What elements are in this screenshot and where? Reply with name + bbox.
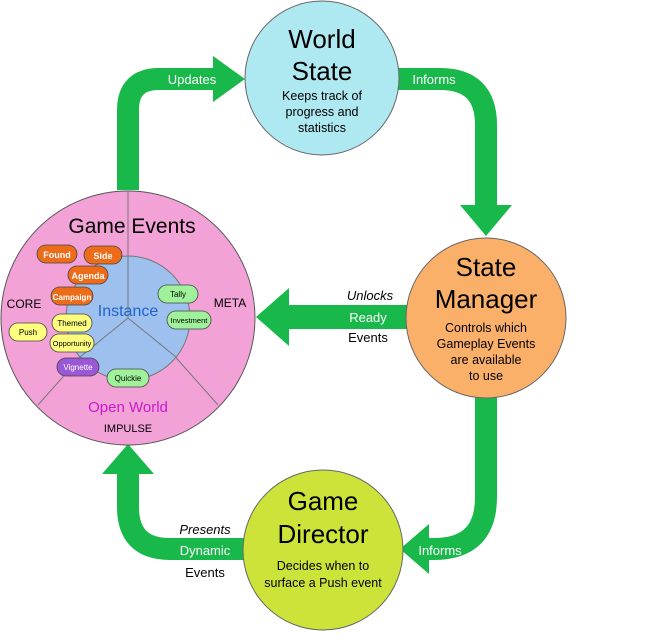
- world-state-title-2: State: [292, 56, 353, 86]
- game-events-node: Game Events Instance CORE META Open Worl…: [0, 190, 256, 446]
- svg-text:Themed: Themed: [57, 319, 86, 328]
- svg-text:Agenda: Agenda: [71, 271, 105, 281]
- arrow-unlocks: [256, 288, 410, 346]
- game-director-desc-2: surface a Push event: [264, 576, 382, 590]
- open-world-label: Open World: [88, 399, 168, 416]
- state-manager-node: State Manager Controls which Gameplay Ev…: [405, 237, 567, 399]
- pill-vignette: Vignette: [56, 357, 100, 377]
- state-manager-desc-1: Controls which: [445, 321, 527, 335]
- state-manager-desc-3: are available: [451, 353, 522, 367]
- pill-side: Side: [83, 245, 123, 265]
- pill-themed: Themed: [51, 313, 93, 333]
- arrow-updates: [117, 56, 245, 190]
- svg-text:Opportunity: Opportunity: [53, 339, 92, 348]
- arrow-presents: [102, 444, 260, 560]
- svg-text:Campaign: Campaign: [53, 293, 92, 302]
- events-left-label: Events: [185, 565, 225, 580]
- pill-opportunity: Opportunity: [49, 333, 95, 353]
- meta-label: META: [214, 296, 246, 310]
- game-director-title-2: Director: [277, 519, 368, 549]
- events-right-label: Events: [348, 330, 388, 345]
- svg-text:Side: Side: [93, 251, 112, 261]
- pill-quickie: Quickie: [106, 368, 150, 388]
- pill-investment: Investment: [166, 310, 212, 330]
- game-events-title: Game Events: [68, 215, 195, 238]
- informs-top-label: Informs: [412, 72, 456, 87]
- world-state-title-1: World: [288, 24, 355, 54]
- state-manager-title-2: Manager: [435, 284, 538, 314]
- game-director-title-1: Game: [288, 486, 359, 516]
- unlocks-label: Unlocks: [347, 288, 394, 303]
- pill-found: Found: [36, 244, 78, 264]
- svg-text:Push: Push: [19, 328, 37, 337]
- svg-text:Vignette: Vignette: [63, 363, 93, 372]
- pill-agenda: Agenda: [67, 265, 109, 285]
- ready-label: Ready: [349, 310, 387, 325]
- arrow-informs-bottom: [400, 395, 497, 574]
- instance-label: Instance: [98, 303, 159, 320]
- presents-label: Presents: [179, 522, 231, 537]
- svg-text:Investment: Investment: [171, 316, 209, 325]
- core-label: CORE: [7, 297, 42, 311]
- world-state-desc-2: progress and: [286, 105, 359, 119]
- dynamic-label: Dynamic: [180, 543, 231, 558]
- world-state-desc-1: Keeps track of: [282, 89, 362, 103]
- impulse-label: IMPULSE: [104, 423, 152, 435]
- updates-label: Updates: [168, 72, 217, 87]
- svg-text:Quickie: Quickie: [115, 374, 142, 383]
- svg-text:Tally: Tally: [170, 290, 186, 299]
- state-manager-title-1: State: [456, 252, 517, 282]
- pill-campaign: Campaign: [50, 286, 94, 306]
- world-state-node: World State Keeps track of progress and …: [244, 0, 400, 156]
- state-manager-desc-2: Gameplay Events: [437, 337, 536, 351]
- game-director-desc-1: Decides when to: [277, 559, 369, 573]
- pill-tally: Tally: [157, 284, 199, 304]
- pill-push: Push: [8, 322, 48, 342]
- state-manager-desc-4: to use: [469, 369, 503, 383]
- world-state-desc-3: statistics: [298, 121, 346, 135]
- arrow-informs-top: [370, 68, 512, 236]
- informs-bottom-label: Informs: [418, 543, 462, 558]
- game-director-node: Game Director Decides when to surface a …: [242, 469, 404, 631]
- svg-text:Found: Found: [43, 250, 71, 260]
